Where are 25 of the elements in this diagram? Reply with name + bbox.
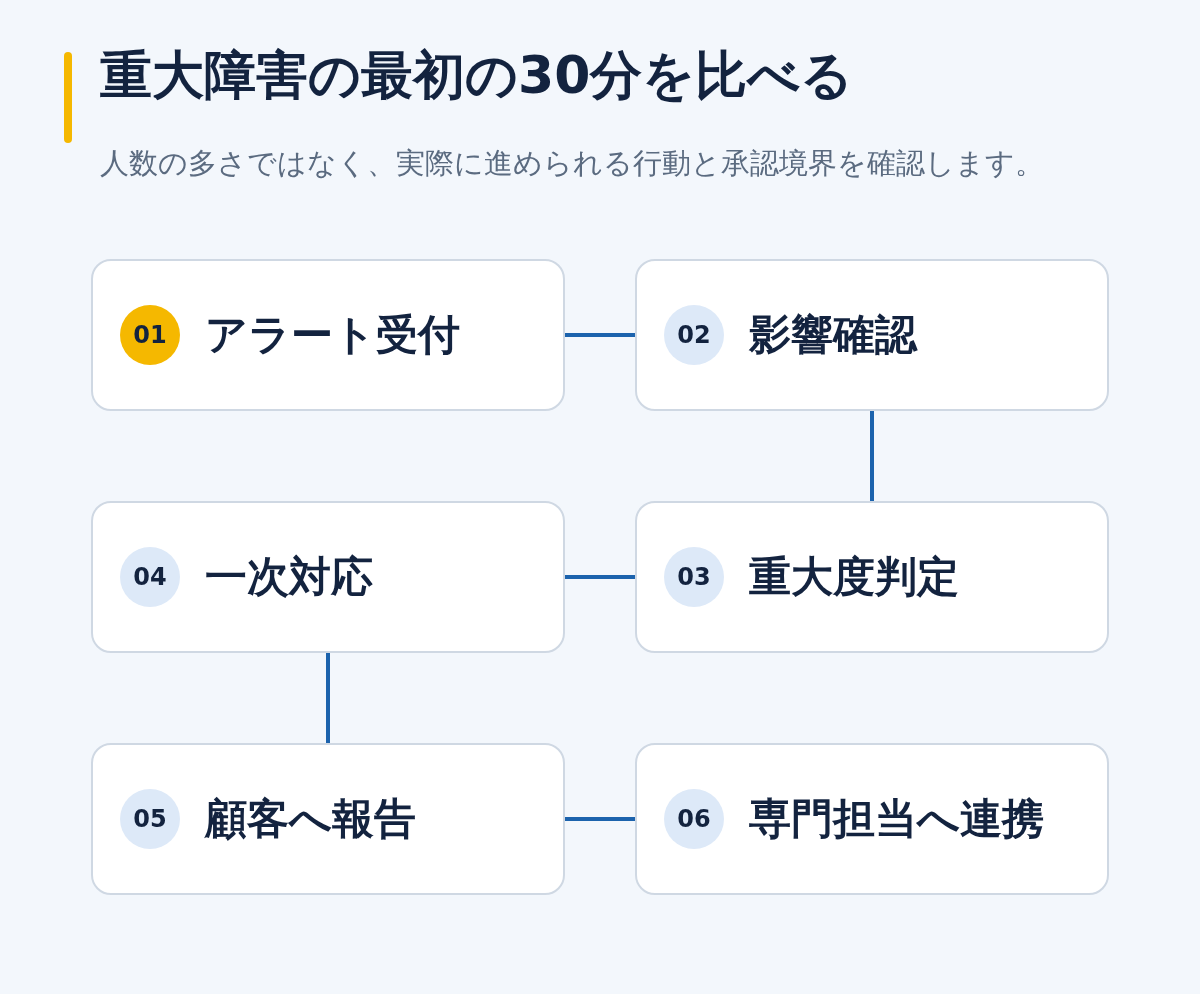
step-number-badge: 06 (664, 789, 724, 849)
step-label: 影響確認 (749, 309, 917, 361)
step-card (635, 743, 1109, 895)
step-card (635, 259, 1109, 411)
step-label: 重大度判定 (749, 551, 959, 603)
step-number-badge: 03 (664, 547, 724, 607)
connector-line (565, 575, 635, 579)
step-card (91, 259, 565, 411)
connector-line (565, 817, 635, 821)
step-number-badge: 04 (120, 547, 180, 607)
step-label: アラート受付 (205, 309, 460, 361)
step-number-badge: 02 (664, 305, 724, 365)
step-card (91, 501, 565, 653)
step-label: 専門担当へ連携 (749, 793, 1044, 845)
step-label: 一次対応 (205, 551, 373, 603)
step-number-badge: 01 (120, 305, 180, 365)
subtitle: 人数の多さではなく、実際に進められる行動と承認境界を確認します。 (100, 145, 1044, 182)
step-number-badge: 05 (120, 789, 180, 849)
connector-line (565, 333, 635, 337)
step-card (635, 501, 1109, 653)
connector-line (870, 411, 874, 501)
step-card (91, 743, 565, 895)
step-label: 顧客へ報告 (205, 793, 416, 845)
title: 重大障害の最初の30分を比べる (100, 44, 854, 107)
connector-line (326, 653, 330, 743)
